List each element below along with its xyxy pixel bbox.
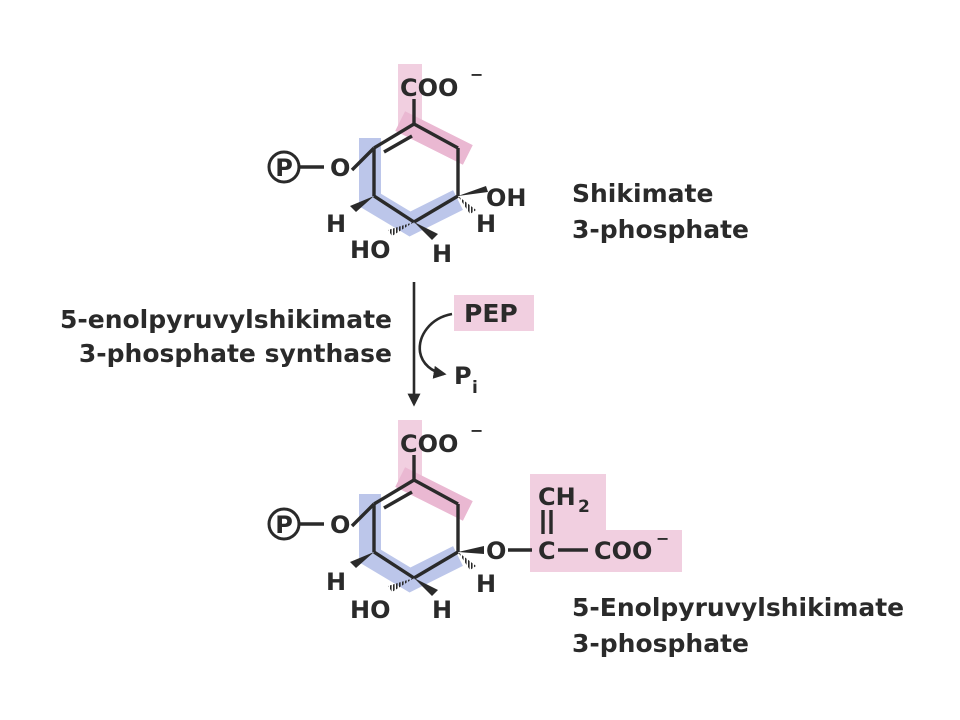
top-molecule-name-line2: 3-phosphate [572, 215, 749, 244]
hydroxyl-bottom: HO [350, 596, 391, 624]
bottom-molecule-name-line1: 5-Enolpyruvylshikimate [572, 593, 904, 622]
reaction-step: 5-enolpyruvylshikimate 3-phosphate synth… [60, 282, 534, 407]
h-left: H [326, 568, 346, 596]
carboxylate-charge: − [470, 421, 483, 440]
phosphate-symbol: P [275, 154, 293, 182]
wedge-bond [414, 578, 438, 596]
hashed-bond [458, 552, 476, 570]
phosphate-circle-icon [267, 507, 301, 541]
enol-carboxylate-label: COO [594, 537, 652, 565]
ester-oxygen: O [330, 511, 350, 539]
carboxylate-label: COO [400, 74, 458, 102]
hashed-bond [388, 222, 414, 236]
hydroxyl-bottom: HO [350, 236, 391, 264]
curved-arrow [418, 312, 453, 379]
phosphate-circle-icon [267, 150, 301, 184]
enzyme-name-line2: 3-phosphate synthase [79, 339, 392, 368]
bottom-molecule-name-line2: 3-phosphate [572, 629, 749, 658]
enzyme-name-line1: 5-enolpyruvylshikimate [60, 305, 392, 334]
hydroxyl-right: OH [486, 184, 527, 212]
enol-carboxylate-charge: − [656, 529, 669, 548]
h-right: H [476, 210, 496, 238]
h-bottom: H [432, 596, 452, 624]
hashed-bond [458, 196, 476, 214]
carboxylate-charge: − [470, 65, 483, 84]
wedge-bond [458, 546, 484, 554]
carboxyl-carbon-highlight [395, 111, 473, 165]
pep-label: PEP [464, 299, 518, 328]
carboxylate-label: COO [400, 430, 458, 458]
enolpyruvyl-highlight [530, 474, 682, 572]
pi-label: P [454, 362, 472, 390]
h-left: H [326, 210, 346, 238]
wedge-bond [350, 552, 374, 568]
methylene-label: CH [538, 483, 576, 511]
pi-subscript: i [472, 378, 478, 398]
wedge-bond [414, 222, 438, 240]
wedge-bond [458, 186, 488, 196]
phosphate-symbol: P [275, 511, 293, 539]
ether-oxygen: O [486, 537, 506, 565]
enolpyruvylshikimate-3-phosphate: P O COO − O C CH 2 COO − H H HO H 5-Enol… [267, 420, 904, 658]
ester-oxygen: O [330, 154, 350, 182]
pep-highlight [454, 295, 534, 331]
wedge-bond [350, 196, 374, 212]
carboxyl-carbon-highlight [395, 467, 473, 521]
h-right: H [476, 570, 496, 598]
enol-carbon: C [538, 537, 556, 565]
h-bottom: H [432, 240, 452, 268]
methylene-subscript: 2 [578, 497, 590, 517]
hashed-bond [388, 578, 414, 592]
shikimate-3-phosphate: P O COO − OH H H HO H Shikimate 3-phosph… [267, 64, 749, 268]
top-molecule-name-line1: Shikimate [572, 179, 713, 208]
